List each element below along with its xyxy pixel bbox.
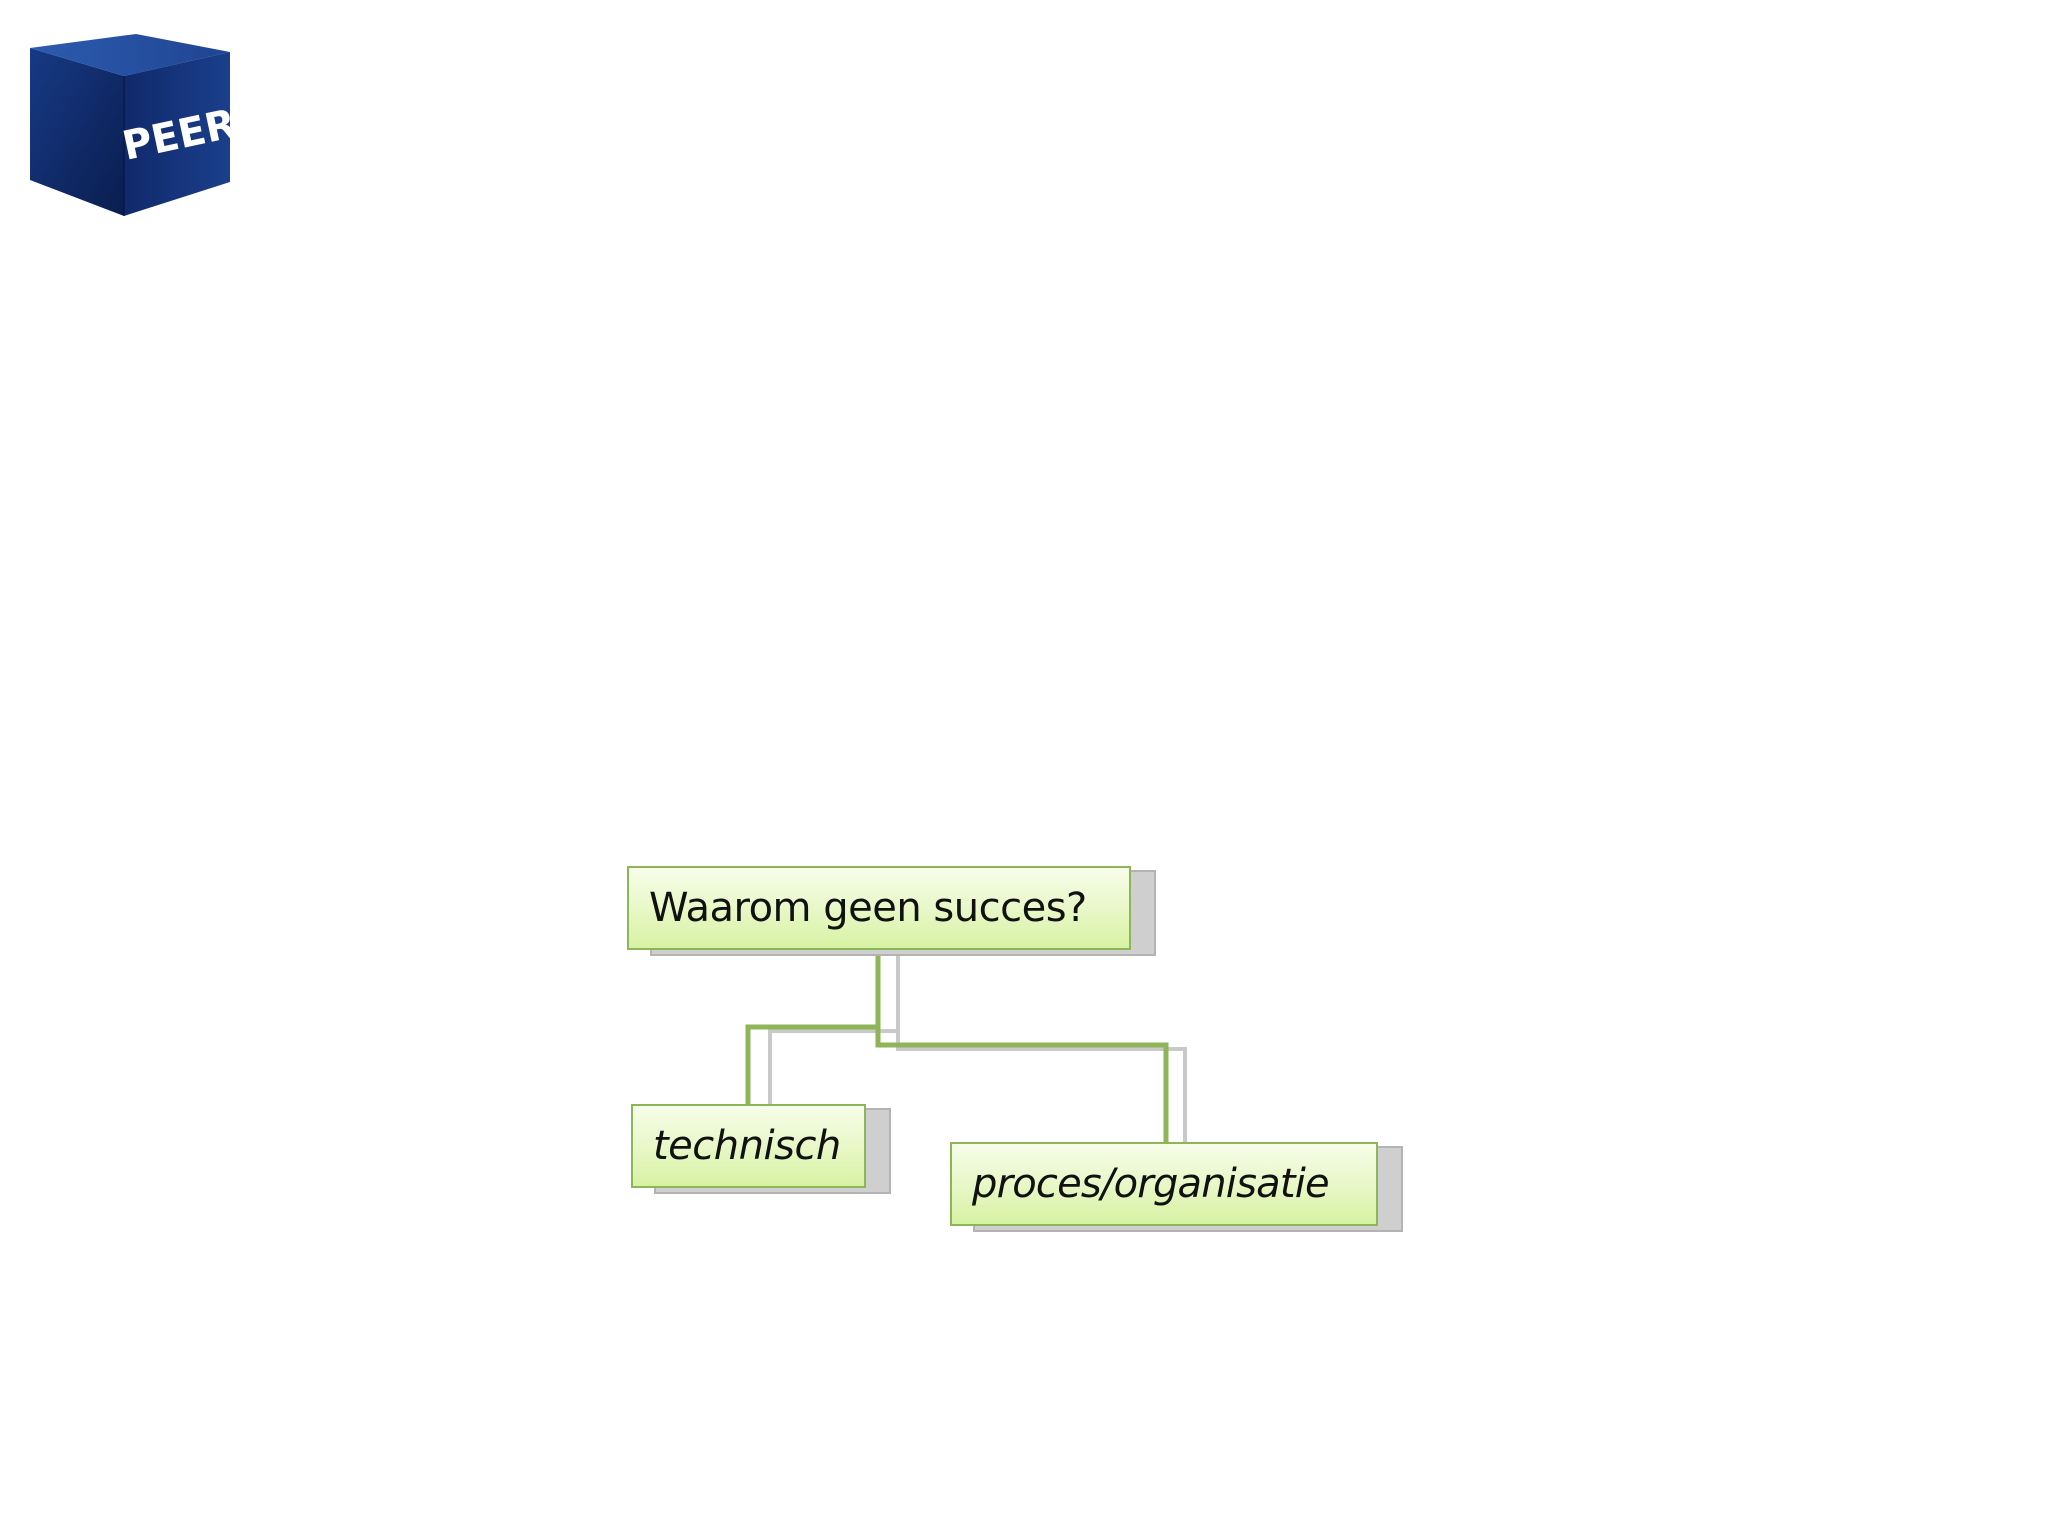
peers-cube-icon: PEERS xyxy=(30,34,238,216)
child-node-label: technisch xyxy=(653,1123,841,1169)
connector-to-technisch xyxy=(745,950,881,1106)
connector-to-proces-organisatie xyxy=(875,1027,1169,1144)
child-node-proces-organisatie: proces/organisatie xyxy=(950,1142,1378,1226)
root-node-label: Waarom geen succes? xyxy=(649,885,1087,931)
peers-logo: PEERS xyxy=(28,32,238,222)
child-node-technisch: technisch xyxy=(631,1104,866,1188)
child-node-label: proces/organisatie xyxy=(972,1161,1330,1207)
root-node: Waarom geen succes? xyxy=(627,866,1131,950)
